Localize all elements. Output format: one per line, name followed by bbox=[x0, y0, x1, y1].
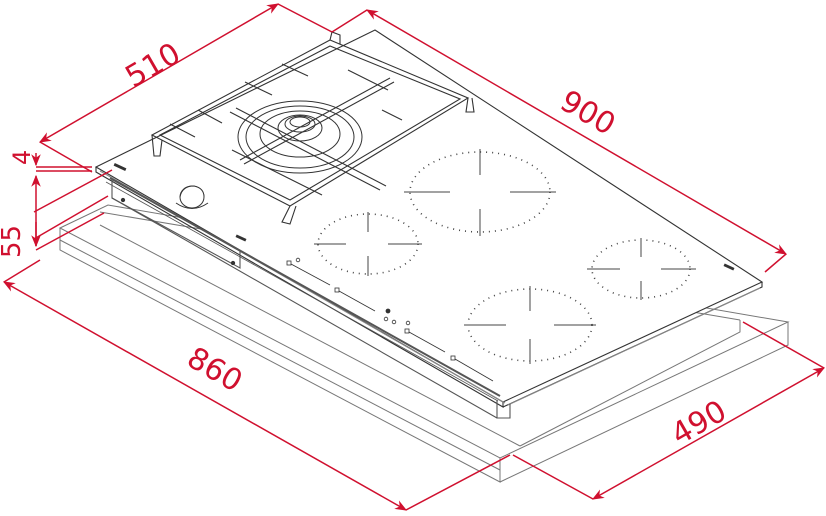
dim-label-55: 55 bbox=[0, 225, 27, 258]
dim-label-900: 900 bbox=[554, 84, 621, 143]
dim-label-510: 510 bbox=[120, 36, 187, 95]
control-knob bbox=[175, 185, 209, 209]
dim-label-490: 490 bbox=[666, 394, 733, 453]
dim-label-860: 860 bbox=[181, 341, 248, 400]
dimension-lines bbox=[2, 3, 826, 511]
dim-label-4: 4 bbox=[8, 150, 36, 165]
induction-zone-front-medium bbox=[464, 286, 596, 364]
